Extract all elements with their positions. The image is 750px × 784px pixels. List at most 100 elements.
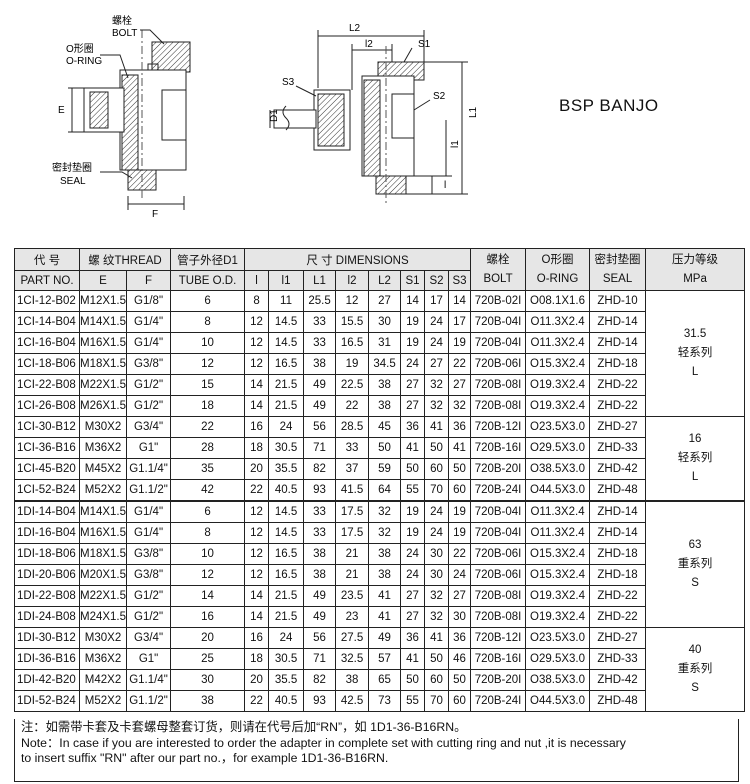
cell-l1: 21.5 <box>268 606 305 628</box>
cell-oring: O19.3X2.4 <box>525 606 591 628</box>
cell-l1: 14.5 <box>268 500 305 523</box>
cell-s2: 50 <box>424 437 450 459</box>
cell-thread-e: M36X2 <box>78 437 128 459</box>
cell-s1: 27 <box>400 374 426 396</box>
cell-L1: 33 <box>303 522 337 544</box>
header-l2: l2 <box>335 270 370 291</box>
cell-bolt: 720B-06I <box>470 353 527 375</box>
cell-tube-od: 35 <box>170 458 246 480</box>
cell-l: 12 <box>244 353 270 375</box>
oring-label-en: O-RING <box>66 56 102 67</box>
cell-thread-e: M20X1.5 <box>78 564 128 586</box>
pressure-series: 重系列 <box>677 558 713 570</box>
pressure-value: 31.5 <box>683 328 707 340</box>
cell-s2: 41 <box>424 627 450 649</box>
cell-s1: 36 <box>400 416 426 438</box>
cell-thread-f: G3/8" <box>126 543 172 565</box>
cell-s3: 36 <box>448 627 472 649</box>
cell-part-no: 1CI-14-B04 <box>14 311 80 333</box>
cell-s2: 27 <box>424 353 450 375</box>
cell-s2: 24 <box>424 522 450 544</box>
cell-L2: 38 <box>368 395 402 417</box>
cell-part-no: 1DI-36-B16 <box>14 648 80 670</box>
cell-L1: 71 <box>303 648 337 670</box>
cell-bolt: 720B-16I <box>470 648 527 670</box>
cell-l2: 28.5 <box>335 416 370 438</box>
cell-oring: O29.5X3.0 <box>525 437 591 459</box>
cell-thread-f: G3/8" <box>126 353 172 375</box>
cell-s3: 27 <box>448 585 472 607</box>
cell-l1: 21.5 <box>268 585 305 607</box>
cell-L1: 33 <box>303 500 337 523</box>
cell-L2: 34.5 <box>368 353 402 375</box>
cell-l2: 23 <box>335 606 370 628</box>
cell-s3: 22 <box>448 543 472 565</box>
header-f: F <box>126 270 172 291</box>
cell-tube-od: 12 <box>170 564 246 586</box>
cell-s2: 30 <box>424 564 450 586</box>
cell-oring: O15.3X2.4 <box>525 353 591 375</box>
bolt-label-en: BOLT <box>112 28 137 39</box>
cell-thread-f: G1/4" <box>126 311 172 333</box>
cell-thread-e: M26X1.5 <box>78 395 128 417</box>
header-l: l <box>244 270 270 291</box>
cell-oring: O11.3X2.4 <box>525 522 591 544</box>
left-banjo-drawing <box>68 29 191 210</box>
cell-L2: 32 <box>368 522 402 544</box>
cell-seal: ZHD-14 <box>589 311 647 333</box>
cell-L1: 82 <box>303 458 337 480</box>
cell-l2: 23.5 <box>335 585 370 607</box>
cell-bolt: 720B-24I <box>470 690 527 712</box>
cell-seal: ZHD-22 <box>589 606 647 628</box>
cell-l1: 24 <box>268 416 305 438</box>
cell-l2: 37 <box>335 458 370 480</box>
cell-thread-f: G1.1/2" <box>126 479 172 502</box>
cell-thread-e: M30X2 <box>78 627 128 649</box>
cell-s1: 55 <box>400 690 426 712</box>
cell-L2: 32 <box>368 500 402 523</box>
cell-thread-e: M14X1.5 <box>78 311 128 333</box>
cell-l2: 19 <box>335 353 370 375</box>
dim-l2-lower-label: l2 <box>365 39 373 50</box>
cell-L2: 57 <box>368 648 402 670</box>
cell-L1: 71 <box>303 437 337 459</box>
cell-seal: ZHD-22 <box>589 585 647 607</box>
cell-L2: 41 <box>368 606 402 628</box>
cell-L2: 38 <box>368 374 402 396</box>
cell-thread-e: M52X2 <box>78 479 128 502</box>
cell-seal: ZHD-42 <box>589 458 647 480</box>
cell-s1: 36 <box>400 627 426 649</box>
cell-part-no: 1DI-16-B04 <box>14 522 80 544</box>
cell-part-no: 1DI-42-B20 <box>14 669 80 691</box>
cell-l: 8 <box>244 290 270 312</box>
cell-l2: 33 <box>335 437 370 459</box>
cell-L1: 56 <box>303 627 337 649</box>
cell-l1: 30.5 <box>268 648 305 670</box>
cell-thread-e: M24X1.5 <box>78 606 128 628</box>
cell-l1: 14.5 <box>268 311 305 333</box>
cell-l1: 21.5 <box>268 395 305 417</box>
cell-s1: 27 <box>400 395 426 417</box>
cell-L1: 38 <box>303 353 337 375</box>
pressure-code: L <box>691 366 699 378</box>
cell-l: 12 <box>244 522 270 544</box>
cell-l: 14 <box>244 395 270 417</box>
cell-s2: 60 <box>424 458 450 480</box>
cell-thread-f: G1/2" <box>126 585 172 607</box>
cell-thread-f: G3/4" <box>126 627 172 649</box>
pressure-code: S <box>691 682 699 694</box>
cell-s3: 60 <box>448 479 472 502</box>
dim-s1-label: S1 <box>418 39 431 50</box>
cell-s3: 19 <box>448 522 472 544</box>
cell-s2: 32 <box>424 585 450 607</box>
cell-L2: 50 <box>368 437 402 459</box>
cell-s2: 70 <box>424 479 450 502</box>
cell-s3: 41 <box>448 437 472 459</box>
cell-thread-e: M18X1.5 <box>78 543 128 565</box>
